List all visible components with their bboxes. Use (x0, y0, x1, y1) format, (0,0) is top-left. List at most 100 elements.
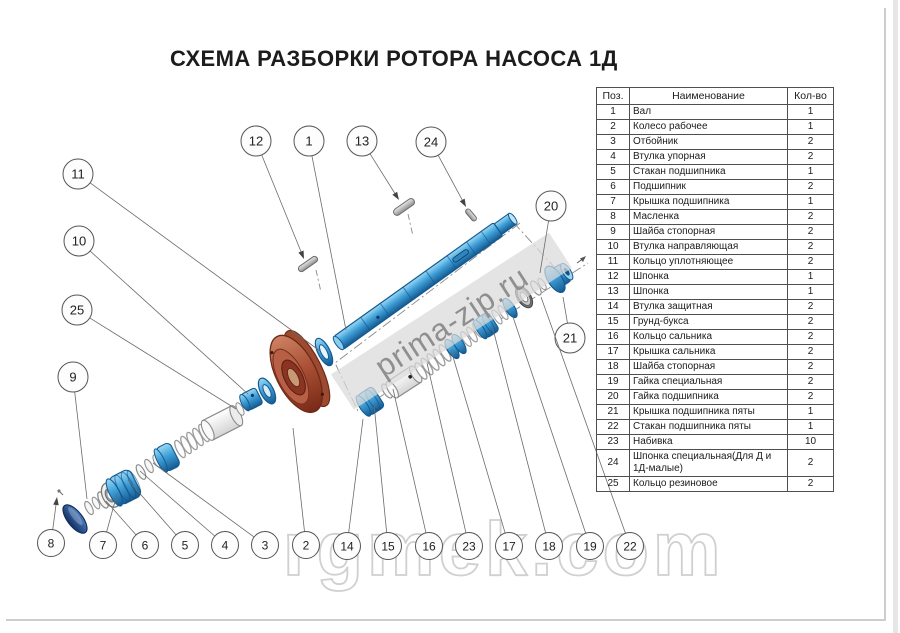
callout-number-17: 17 (502, 539, 516, 553)
pos-cell: 23 (596, 434, 630, 450)
qty-cell: 10 (787, 434, 834, 450)
qty-cell: 2 (787, 344, 834, 360)
name-cell: Втулка направляющая (629, 239, 788, 255)
name-cell: Шпонка (629, 269, 788, 285)
page-title: СХЕМА РАЗБОРКИ РОТОРА НАСОСА 1Д (170, 46, 618, 71)
bearing-cover (105, 469, 142, 507)
callout-number-12: 12 (249, 134, 263, 149)
callout-number-15: 15 (381, 539, 395, 553)
pos-cell: 5 (596, 164, 630, 180)
name-cell: Подшипник (629, 179, 788, 195)
callout-bubble-25 (61, 294, 93, 326)
callout-bubble-18 (535, 532, 563, 560)
callout-number-24: 24 (424, 135, 438, 150)
leader-line-16 (392, 388, 427, 533)
qty-cell: 2 (787, 179, 834, 195)
leader-line-21 (562, 296, 568, 324)
callout-bubble-4 (211, 531, 239, 559)
leader-arrowhead-8 (53, 497, 59, 506)
qty-cell: 1 (787, 119, 834, 135)
name-cell: Кольцо резиновое (629, 476, 788, 492)
pos-cell: 13 (596, 284, 630, 300)
name-cell: Стакан подшипника пяты (629, 419, 788, 435)
qty-cell: 2 (787, 449, 834, 477)
callout-bubble-5 (171, 531, 199, 559)
key-12 (297, 255, 319, 273)
name-cell: Масленка (629, 209, 788, 225)
pos-cell: 8 (596, 209, 630, 225)
pos-cell: 12 (596, 269, 630, 285)
callout-bubble-14 (333, 532, 361, 560)
pos-cell: 7 (596, 194, 630, 210)
callout-number-25: 25 (70, 303, 84, 318)
key-24 (465, 208, 477, 222)
pos-cell: 25 (596, 476, 630, 492)
qty-cell: 2 (787, 254, 834, 270)
col-header-pos: Поз. (596, 87, 630, 105)
leader-arrowhead-13 (392, 191, 399, 200)
qty-cell: 2 (787, 134, 834, 150)
qty-cell: 1 (787, 284, 834, 300)
oil-cup (62, 504, 88, 534)
leader-arrowhead-12 (298, 250, 304, 259)
callout-bubble-6 (131, 531, 159, 559)
qty-cell: 1 (787, 269, 834, 285)
pos-cell: 19 (596, 374, 630, 390)
leader-line-14 (348, 418, 364, 533)
qty-cell: 1 (787, 419, 834, 435)
qty-cell: 1 (787, 164, 834, 180)
name-cell: Колесо рабочее (629, 119, 788, 135)
callout-number-1: 1 (305, 134, 312, 149)
pos-cell: 1 (596, 104, 630, 120)
leader-line-23 (426, 362, 467, 533)
qty-cell: 2 (787, 359, 834, 375)
callout-bubble-15 (374, 532, 402, 560)
leader-line-17 (450, 349, 506, 534)
qty-cell: 2 (787, 209, 834, 225)
callout-number-2: 2 (303, 538, 310, 552)
pos-cell: 17 (596, 344, 630, 360)
callout-number-20: 20 (544, 199, 558, 214)
callout-bubble-10 (63, 225, 95, 257)
leader-line-20 (539, 220, 549, 274)
callout-number-9: 9 (69, 370, 76, 385)
pos-cell: 22 (596, 419, 630, 435)
pos-cell: 18 (596, 359, 630, 375)
qty-cell: 2 (787, 239, 834, 255)
qty-cell: 2 (787, 329, 834, 345)
leader-line-13 (369, 153, 397, 196)
qty-cell: 2 (787, 224, 834, 240)
callout-bubble-8 (37, 529, 65, 557)
qty-cell: 2 (787, 374, 834, 390)
callout-bubble-19 (576, 532, 604, 560)
callout-number-7: 7 (100, 538, 107, 552)
name-cell: Гайка подшипника (629, 389, 788, 405)
pos-cell: 24 (596, 449, 630, 477)
deflector-ring (257, 377, 277, 405)
callout-bubble-2 (292, 531, 320, 559)
qty-cell: 2 (787, 389, 834, 405)
name-cell: Отбойник (629, 134, 788, 150)
key-13 (393, 198, 415, 216)
qty-cell: 1 (787, 104, 834, 120)
name-cell: Шайба стопорная (629, 224, 788, 240)
qty-cell: 2 (787, 476, 834, 492)
callout-bubble-1 (293, 125, 325, 157)
callout-bubble-7 (89, 531, 117, 559)
callout-number-21: 21 (563, 331, 577, 346)
callout-bubble-12 (240, 125, 272, 157)
col-header-qty: Кол-во (787, 87, 834, 105)
name-cell: Шпонка специальная(Для Д и 1Д-малые) (629, 449, 788, 477)
page-edge-right (884, 8, 886, 621)
